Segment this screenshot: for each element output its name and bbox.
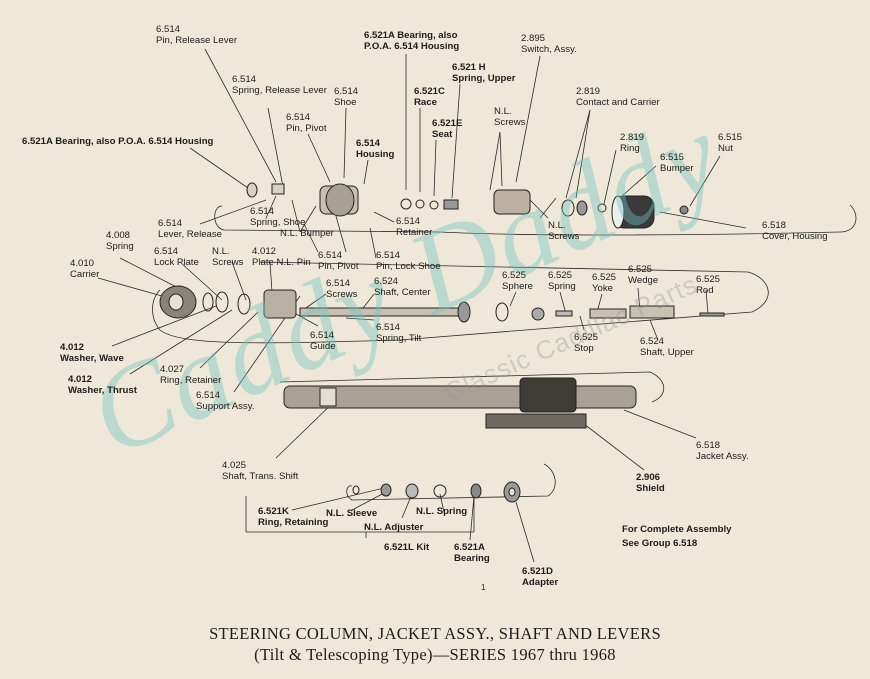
label-nl-screws-mid: N.L.Screws [548,220,580,242]
label-bearing-left: 6.521A Bearing, also P.O.A. 6.514 Housin… [22,136,214,147]
assembly-note-line2: See Group 6.518 [622,538,698,549]
label-nl-bumper: N.L. Bumper [280,228,334,239]
label-kit-6521l: 6.521L Kit [384,542,430,553]
label-nl-sleeve: N.L. Sleeve [326,508,378,519]
assembly-note: For Complete Assembly See Group 6.518 [622,523,731,551]
label-nl-spring: N.L. Spring [416,506,468,517]
assembly-note-line1: For Complete Assembly [622,524,732,535]
label-nl-screws-left: N.L.Screws [212,246,244,268]
label-nl-screws-top: N.L.Screws [494,106,526,128]
diagram-subtitle: (Tilt & Telescoping Type)—SERIES 1967 th… [254,645,616,664]
diagram-title: STEERING COLUMN, JACKET ASSY., SHAFT AND… [209,624,661,643]
label-nl-adjuster: N.L. Adjuster [364,522,424,533]
page-number: 1 [481,583,486,592]
